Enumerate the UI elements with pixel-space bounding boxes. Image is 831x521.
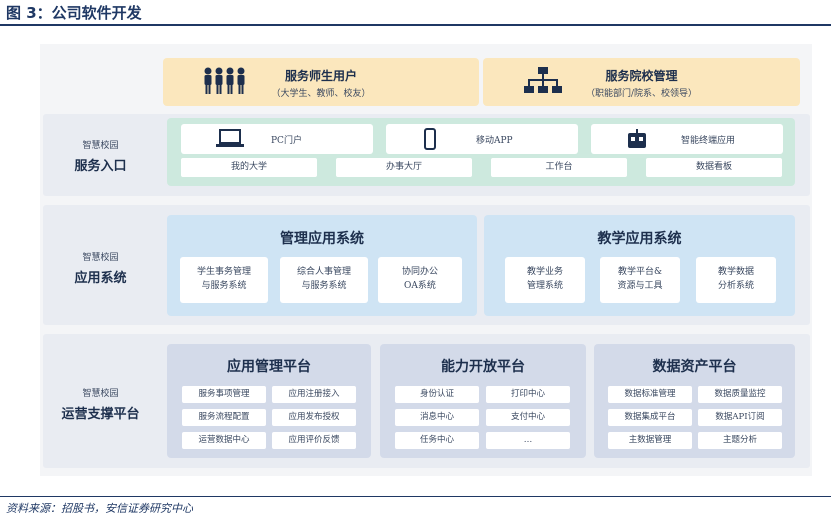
layer-label-top: 智慧校园 bbox=[82, 253, 119, 263]
layer-label-main: 应用系统 bbox=[74, 271, 127, 286]
org-chart-icon bbox=[523, 66, 563, 101]
app-card: 学生事务管理 与服务系统 bbox=[180, 257, 268, 303]
layer-label-top: 智慧校园 bbox=[82, 141, 119, 151]
entry-label: 智能终端应用 bbox=[681, 136, 736, 146]
app-card: 协同办公 OA系统 bbox=[378, 257, 462, 303]
platform-item: 身份认证 bbox=[395, 386, 479, 403]
platform-item: 应用评价反馈 bbox=[272, 432, 356, 449]
app-card: 教学业务 管理系统 bbox=[505, 257, 585, 303]
platform-item: 服务流程配置 bbox=[182, 409, 266, 426]
platform-item: 数据API订阅 bbox=[698, 409, 782, 426]
entry-smart-terminal: 智能终端应用 bbox=[591, 124, 783, 154]
user-title-teachers-students: 服务师生用户 bbox=[284, 69, 357, 83]
entry-pc-portal: PC门户 bbox=[181, 124, 373, 154]
app-card: 综合人事管理 与服务系统 bbox=[280, 257, 368, 303]
platform-item: 数据质量监控 bbox=[698, 386, 782, 403]
user-box-teachers-students: 服务师生用户 （大学生、教师、校友） bbox=[163, 58, 479, 106]
layer-label-top: 智慧校园 bbox=[82, 389, 119, 399]
user-subtitle-school-management: （职能部门/院系、校领导） bbox=[585, 89, 698, 99]
platform-item: 应用发布授权 bbox=[272, 409, 356, 426]
entry-label: 移动APP bbox=[476, 136, 513, 146]
platform-item: 主数据管理 bbox=[608, 432, 692, 449]
platform-item: 应用注册接入 bbox=[272, 386, 356, 403]
platform-title: 能力开放平台 bbox=[441, 359, 525, 375]
user-title-school-management: 服务院校管理 bbox=[605, 69, 678, 83]
platform-item: 服务事项管理 bbox=[182, 386, 266, 403]
platform-item: … bbox=[486, 432, 570, 449]
platform-item: 运营数据中心 bbox=[182, 432, 266, 449]
platform-title: 应用管理平台 bbox=[227, 359, 311, 375]
figure-title: 图 3：公司软件开发 bbox=[6, 4, 142, 22]
platform-item: 消息中心 bbox=[395, 409, 479, 426]
platform-item: 支付中心 bbox=[486, 409, 570, 426]
management-apps-title: 管理应用系统 bbox=[280, 231, 364, 247]
entry-sub-item: 我的大学 bbox=[181, 158, 317, 177]
app-card: 教学数据 分析系统 bbox=[696, 257, 776, 303]
entry-sub-item: 数据看板 bbox=[646, 158, 782, 177]
people-group-icon bbox=[203, 66, 247, 101]
source-note: 资料来源：招股书，安信证券研究中心 bbox=[6, 502, 193, 515]
layer-label-main: 运营支撑平台 bbox=[61, 407, 140, 422]
mobile-phone-icon bbox=[420, 128, 440, 155]
entry-sub-item: 办事大厅 bbox=[336, 158, 472, 177]
teaching-apps-title: 教学应用系统 bbox=[597, 231, 682, 247]
layer-label-main: 服务入口 bbox=[74, 159, 127, 174]
entry-sub-item: 工作台 bbox=[491, 158, 627, 177]
title-divider bbox=[0, 24, 831, 26]
platform-item: 打印中心 bbox=[486, 386, 570, 403]
entry-mobile-app: 移动APP bbox=[386, 124, 578, 154]
entry-label: PC门户 bbox=[271, 136, 302, 146]
app-card: 教学平台& 资源与工具 bbox=[600, 257, 680, 303]
user-box-school-management: 服务院校管理 （职能部门/院系、校领导） bbox=[483, 58, 800, 106]
platform-item: 数据集成平台 bbox=[608, 409, 692, 426]
platform-item: 主题分析 bbox=[698, 432, 782, 449]
laptop-icon bbox=[215, 128, 245, 155]
platform-item: 任务中心 bbox=[395, 432, 479, 449]
source-divider bbox=[0, 496, 831, 497]
platform-item: 数据标准管理 bbox=[608, 386, 692, 403]
user-subtitle-teachers-students: （大学生、教师、校友） bbox=[271, 89, 371, 99]
robot-terminal-icon bbox=[625, 128, 649, 155]
platform-title: 数据资产平台 bbox=[652, 359, 737, 375]
